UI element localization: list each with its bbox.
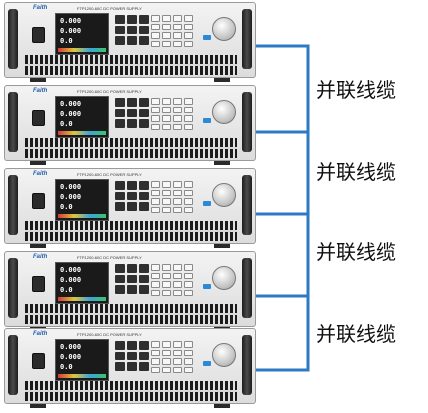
left-rack-handle (8, 335, 18, 395)
power-button[interactable] (32, 353, 45, 369)
left-rack-handle (8, 92, 18, 152)
display-current: 0.000 (60, 193, 82, 201)
lcd-display: 0.000 0.000 0.0 (55, 13, 109, 55)
right-rack-handle (242, 175, 252, 235)
power-supply-unit-3: Faith FTP1200-60C DC POWER SUPPLY 0.000 … (4, 168, 256, 248)
function-buttons[interactable] (115, 15, 149, 45)
brand-logo: Faith (33, 171, 48, 177)
power-supply-unit-4: Faith FTP1200-60C DC POWER SUPPLY 0.000 … (4, 251, 256, 331)
display-current: 0.000 (60, 27, 82, 35)
power-button[interactable] (32, 27, 45, 43)
cable-label-1: 并联线缆 (316, 78, 396, 102)
output-key[interactable] (203, 361, 211, 366)
brand-logo: Faith (33, 254, 48, 260)
function-buttons[interactable] (115, 264, 149, 294)
function-buttons[interactable] (115, 341, 149, 371)
lcd-display: 0.000 0.000 0.0 (55, 262, 109, 304)
rotary-knob[interactable] (212, 100, 236, 124)
rotary-knob[interactable] (212, 183, 236, 207)
output-key[interactable] (203, 201, 211, 206)
vent-grille (25, 55, 237, 75)
display-voltage: 0.000 (60, 266, 82, 274)
numeric-keypad[interactable] (151, 181, 193, 213)
left-rack-handle (8, 258, 18, 318)
display-power: 0.0 (60, 363, 73, 371)
numeric-keypad[interactable] (151, 264, 193, 296)
vent-grille (25, 138, 237, 158)
model-label: FTP1200-60C DC POWER SUPPLY (77, 172, 142, 177)
function-buttons[interactable] (115, 98, 149, 128)
parallel-cable-2 (256, 130, 310, 216)
numeric-keypad[interactable] (151, 98, 193, 130)
power-button[interactable] (32, 110, 45, 126)
lcd-display: 0.000 0.000 0.0 (55, 96, 109, 138)
display-voltage: 0.000 (60, 17, 82, 25)
left-rack-handle (8, 175, 18, 235)
display-current: 0.000 (60, 353, 82, 361)
right-rack-handle (242, 9, 252, 69)
model-label: FTP1200-60C DC POWER SUPPLY (77, 332, 142, 337)
rotary-knob[interactable] (212, 343, 236, 367)
vent-grille (25, 304, 237, 324)
unit-feet (4, 244, 256, 248)
right-rack-handle (242, 92, 252, 152)
right-rack-handle (242, 258, 252, 318)
power-button[interactable] (32, 193, 45, 209)
vent-grille (25, 221, 237, 241)
display-status-bar (58, 214, 106, 218)
output-key[interactable] (203, 284, 211, 289)
left-rack-handle (8, 9, 18, 69)
brand-logo: Faith (33, 88, 48, 94)
parallel-cable-4 (256, 294, 310, 372)
unit-feet (4, 404, 256, 408)
model-label: FTP1200-60C DC POWER SUPPLY (77, 6, 142, 11)
parallel-cable-1 (256, 44, 310, 134)
output-key[interactable] (203, 35, 211, 40)
power-button[interactable] (32, 276, 45, 292)
cable-label-4: 并联线缆 (316, 322, 396, 346)
power-supply-unit-2: Faith FTP1200-60C DC POWER SUPPLY 0.000 … (4, 85, 256, 165)
numeric-keypad[interactable] (151, 15, 193, 47)
display-status-bar (58, 48, 106, 52)
rotary-knob[interactable] (212, 17, 236, 41)
display-power: 0.0 (60, 286, 73, 294)
power-supply-unit-5: Faith FTP1200-60C DC POWER SUPPLY 0.000 … (4, 328, 256, 408)
front-panel: Faith FTP1200-60C DC POWER SUPPLY 0.000 … (4, 168, 256, 244)
display-status-bar (58, 374, 106, 378)
front-panel: Faith FTP1200-60C DC POWER SUPPLY 0.000 … (4, 251, 256, 327)
display-voltage: 0.000 (60, 100, 82, 108)
numeric-keypad[interactable] (151, 341, 193, 373)
parallel-cable-3 (256, 212, 310, 298)
display-status-bar (58, 297, 106, 301)
power-supply-unit-1: Faith FTP1200-60C DC POWER SUPPLY 0.000 … (4, 2, 256, 82)
brand-logo: Faith (33, 5, 48, 11)
output-key[interactable] (203, 118, 211, 123)
front-panel: Faith FTP1200-60C DC POWER SUPPLY 0.000 … (4, 328, 256, 404)
display-current: 0.000 (60, 110, 82, 118)
function-buttons[interactable] (115, 181, 149, 211)
display-power: 0.0 (60, 203, 73, 211)
front-panel: Faith FTP1200-60C DC POWER SUPPLY 0.000 … (4, 85, 256, 161)
unit-feet (4, 161, 256, 165)
unit-feet (4, 78, 256, 82)
rotary-knob[interactable] (212, 266, 236, 290)
front-panel: Faith FTP1200-60C DC POWER SUPPLY 0.000 … (4, 2, 256, 78)
lcd-display: 0.000 0.000 0.0 (55, 179, 109, 221)
model-label: FTP1200-60C DC POWER SUPPLY (77, 89, 142, 94)
display-voltage: 0.000 (60, 183, 82, 191)
display-power: 0.0 (60, 37, 73, 45)
vent-grille (25, 381, 237, 401)
cable-label-2: 并联线缆 (316, 160, 396, 184)
cable-label-3: 并联线缆 (316, 240, 396, 264)
display-status-bar (58, 131, 106, 135)
right-rack-handle (242, 335, 252, 395)
display-voltage: 0.000 (60, 343, 82, 351)
display-power: 0.0 (60, 120, 73, 128)
brand-logo: Faith (33, 331, 48, 337)
model-label: FTP1200-60C DC POWER SUPPLY (77, 255, 142, 260)
lcd-display: 0.000 0.000 0.0 (55, 339, 109, 381)
display-current: 0.000 (60, 276, 82, 284)
